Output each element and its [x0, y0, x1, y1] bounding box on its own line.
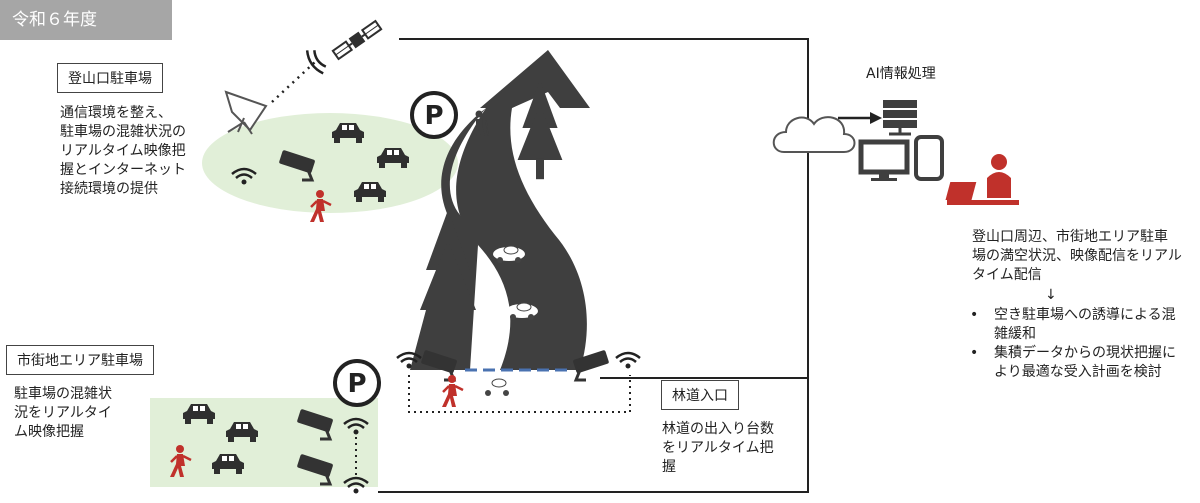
sensor-link: [408, 375, 631, 413]
city-lot-description: 駐車場の混雑状 況をリアルタイ ム映像把握: [14, 386, 112, 440]
ai-output-text: 登山口周辺、市街地エリア駐車 場の満空状況、映像配信をリアル タイム配信: [972, 229, 1182, 283]
forest-road-label: 林道入口: [661, 380, 739, 410]
satellite-icon: [331, 19, 383, 61]
road: [456, 108, 587, 370]
trailhead-lot-label: 登山口駐車場: [57, 63, 163, 93]
user-laptop-icon: [945, 154, 1019, 205]
trailhead-lot-description: 通信環境を整え、 駐車場の混雑状況の リアルタイム映像把 握とインターネット 接…: [60, 105, 186, 197]
effects-list: 空き駐車場への誘導による混 雑緩和 集積データからの現状把握に より最適な受入計…: [966, 306, 1176, 382]
satellite-dish-icon: [224, 90, 268, 135]
effect-item: 空き駐車場への誘導による混 雑緩和: [966, 306, 1176, 344]
forest-road-description: 林道の出入り台数 をリアルタイム把 握: [662, 421, 774, 475]
svg-text:P: P: [424, 101, 443, 131]
year-tag: 令和６年度: [0, 0, 172, 40]
road-car-icon: [480, 378, 514, 397]
cloud-icon: [772, 116, 856, 153]
wifi-icon: [614, 351, 642, 370]
effect-item: 集積データからの現状把握に より最適な受入計画を検討: [966, 344, 1176, 382]
smartphone-icon: [914, 135, 944, 181]
connection-lines: [378, 38, 809, 493]
satellite-signal-icon: [305, 50, 327, 75]
parking-sign-icon: P: [410, 91, 458, 139]
city-lot-label: 市街地エリア駐車場: [6, 345, 154, 375]
ai-label: AI情報処理: [866, 66, 936, 82]
city-lot-area: [150, 398, 378, 487]
down-arrow: ↓: [1045, 287, 1057, 303]
trailhead-lot-area: [202, 113, 458, 213]
hiker-icon: [472, 110, 489, 137]
satellite-link: [271, 61, 316, 103]
server-icon: [883, 100, 917, 136]
parking-sign-icon: P: [333, 359, 381, 407]
monitor-icon: [858, 139, 910, 181]
svg-text:P: P: [347, 369, 366, 399]
